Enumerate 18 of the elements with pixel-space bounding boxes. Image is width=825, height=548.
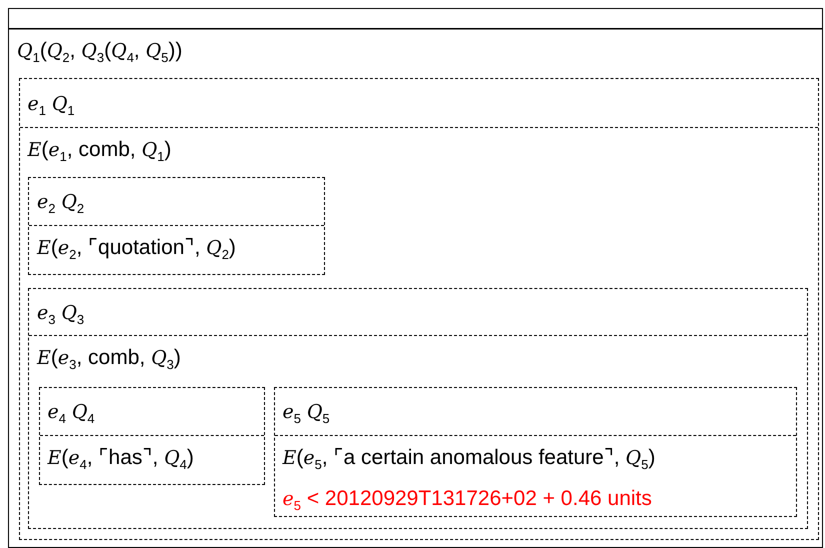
condition-text: E(e$_{2}$, ⌜quotation⌝, Q$_{2}$) (36, 235, 237, 264)
dashed-box (18, 78, 818, 540)
referent-header: e$_{2}$ Q$_{2}$ (29, 178, 324, 226)
condition-text: E(e$_{5}$, ⌜a certain anomalous feature⌝, Q$_{5}$) (281, 444, 656, 474)
dashed-box (274, 386, 796, 516)
referent-header: e$_{1}$ Q$_{1}$ (20, 78, 818, 128)
condition-text: E(e$_{3}$, comb, Q$_{3}$) (36, 345, 182, 374)
outer-box (8, 8, 823, 548)
referent-header: e$_{4}$ Q$_{4}$ (40, 388, 264, 436)
condition-text: E(e$_{1}$, comb, Q$_{1}$) (26, 136, 172, 166)
dashed-box (38, 386, 264, 484)
dashed-box (28, 288, 808, 529)
dashed-box (28, 177, 325, 275)
referent-header: e$_{5}$ Q$_{5}$ (274, 388, 796, 436)
formula-text: Q$_{1}$(Q$_{2}$, Q$_{3}$(Q$_{4}$, Q$_{5}$)) (16, 38, 184, 68)
condition-text: E(e$_{4}$, ⌜has⌝, Q$_{4}$) (46, 444, 195, 474)
referent-header: e$_{3}$ Q$_{3}$ (29, 289, 807, 336)
condition-text: e$_{5}$ < 20120929T131726+02 + 0.46 units (282, 486, 653, 515)
